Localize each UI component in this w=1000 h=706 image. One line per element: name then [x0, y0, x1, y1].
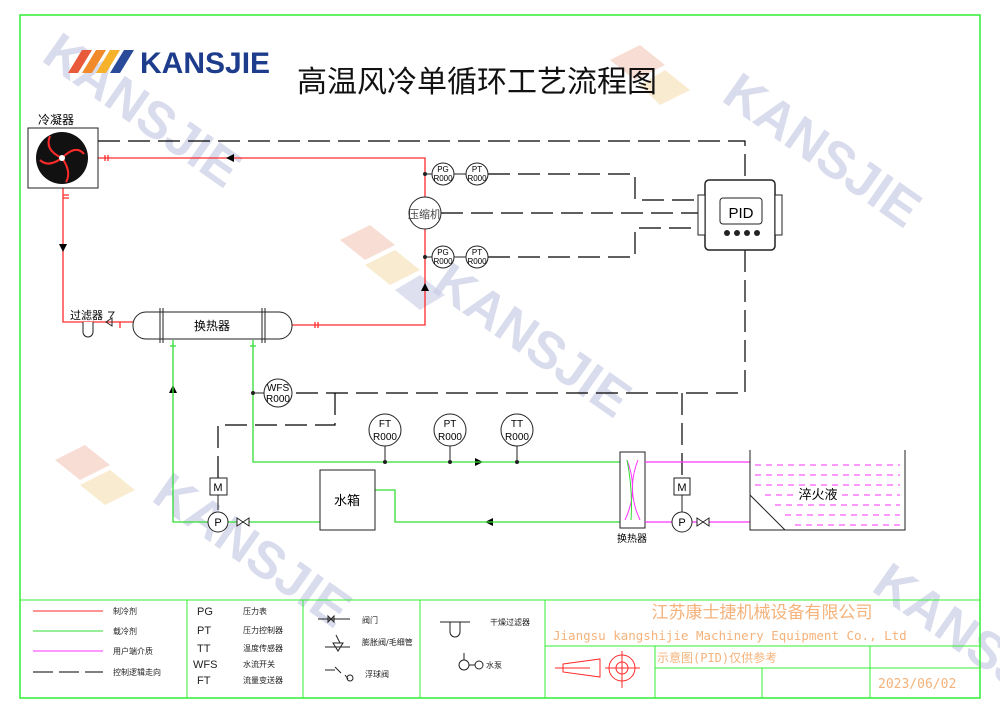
label: WFS: [193, 659, 217, 671]
label: FT: [197, 675, 211, 687]
heat-exchanger-2-label: 换热器: [617, 532, 647, 545]
label: 制冷剂: [113, 606, 137, 616]
water-tank-label: 水箱: [334, 493, 360, 509]
label: 载冷剂: [113, 626, 137, 636]
label: R000: [373, 432, 397, 443]
label: 浮球阀: [365, 669, 389, 679]
user-medium-lines: [645, 461, 750, 523]
legend-symbols: 阀门 膨胀阀/毛细管 浮球阀 干燥过滤器 水泵: [318, 614, 530, 682]
compressor: 压缩机: [408, 196, 442, 230]
drawing-date: 2023/06/02: [878, 677, 956, 692]
pid-label: PID: [728, 205, 753, 222]
label: PG: [437, 165, 449, 174]
heat-exchanger-2: 换热器: [617, 451, 647, 545]
label: PT: [197, 625, 211, 637]
label: 控制逻辑走向: [113, 667, 161, 677]
label: M: [677, 482, 686, 494]
label: R000: [433, 174, 453, 183]
label: R000: [505, 432, 529, 443]
company-name-en: Jiangsu kangshijie Machinery Equipment C…: [553, 628, 907, 643]
label: TT: [197, 643, 211, 655]
label: 压力表: [243, 606, 267, 616]
drawing-frame: [19, 14, 981, 699]
condenser-label: 冷凝器: [38, 112, 74, 127]
label: 水流开关: [243, 659, 275, 669]
heat-exchanger-label: 换热器: [194, 319, 230, 333]
water-tank: 水箱: [319, 469, 376, 531]
label: TT: [511, 419, 523, 430]
disclaimer-note: 示意图(PID)仅供参考: [657, 650, 777, 665]
quench-tank: 淬火液: [749, 450, 906, 531]
label: 压力控制器: [243, 625, 283, 635]
label: M: [213, 482, 222, 494]
legend-lines: 制冷剂 载冷剂 用户端介质 控制逻辑走向: [33, 606, 161, 677]
condenser: 冷凝器: [27, 112, 99, 189]
legend-abbreviations: PG 压力表 PT 压力控制器 TT 温度传感器 WFS 水流开关 FT 流量变送器: [193, 606, 283, 687]
label: R000: [467, 257, 487, 266]
label: FT: [379, 419, 391, 430]
valve-icon: [318, 614, 350, 624]
transmitter-stems: [253, 392, 518, 462]
label: 阀门: [362, 615, 378, 625]
valve-icon: [236, 517, 250, 527]
flow-transmitter: FT R000: [368, 413, 402, 447]
heat-exchanger-1: 换热器: [132, 308, 293, 343]
projection-symbol-icon: [555, 651, 640, 688]
label: P: [678, 517, 685, 529]
expansion-valve-icon: [105, 311, 115, 327]
coolant-lines: [170, 340, 620, 523]
pid-controller: PID: [697, 179, 783, 251]
brand-name: KANSJIE: [140, 47, 270, 80]
label: PT: [472, 248, 482, 257]
label: R000: [433, 257, 453, 266]
label: R000: [438, 432, 462, 443]
label: P: [214, 517, 221, 529]
label: 温度传感器: [243, 643, 283, 653]
refrigerant-lines: [62, 155, 426, 328]
label: R000: [467, 174, 487, 183]
pump-icon: [458, 653, 484, 671]
expansion-valve-icon: [325, 634, 350, 652]
filter-label: 过滤器: [70, 309, 103, 322]
pump-2: M P: [671, 477, 710, 533]
label: 水泵: [486, 660, 502, 670]
pressure-transmitter: PT R000: [433, 413, 467, 447]
filter: 过滤器: [70, 309, 103, 338]
compressor-label: 压缩机: [408, 207, 441, 221]
pump-1: M P: [207, 477, 250, 533]
label: PG: [437, 248, 449, 257]
dryer-filter-icon: [440, 621, 470, 638]
logo: KANSJIE: [68, 47, 270, 80]
label: WFS: [267, 383, 290, 394]
label: PT: [444, 419, 457, 430]
label: PT: [472, 165, 482, 174]
float-valve-icon: [325, 666, 349, 680]
label: 流量变送器: [243, 675, 283, 685]
label: PG: [197, 606, 213, 618]
page-title: 高温风冷单循环工艺流程图: [297, 65, 657, 100]
label: 用户端介质: [113, 646, 153, 656]
quench-tank-label: 淬火液: [798, 488, 837, 503]
label: 膨胀阀/毛细管: [362, 637, 413, 647]
temperature-transmitter: TT R000: [500, 413, 534, 447]
legend: [20, 599, 980, 698]
title-block: 江苏康士捷机械设备有限公司 Jiangsu kangshijie Machine…: [553, 603, 956, 692]
valve-icon: [696, 517, 710, 527]
label: 干燥过滤器: [490, 617, 530, 627]
label: R000: [266, 394, 290, 405]
watermark: KANSJIE: [423, 252, 641, 429]
control-lines: [98, 140, 746, 478]
company-name-cn: 江苏康士捷机械设备有限公司: [652, 603, 873, 623]
